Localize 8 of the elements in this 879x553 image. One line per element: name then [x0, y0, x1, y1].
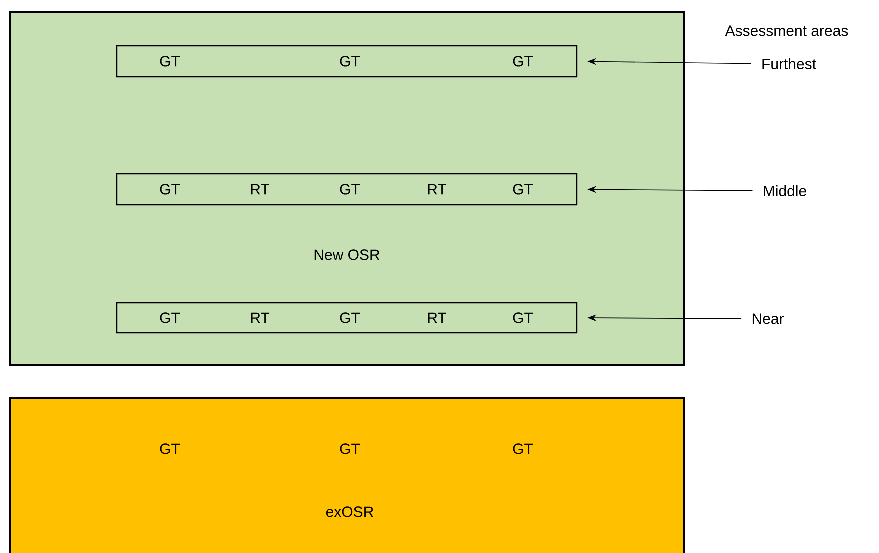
area-label: Furthest: [762, 58, 816, 70]
area-label: Near: [752, 314, 784, 324]
assessment-strip: GT RT GT RT GT: [116, 302, 578, 334]
area-label: Middle: [764, 185, 806, 196]
assessment-strip: GT GT GT: [116, 45, 578, 78]
heading-label: Assessment areas: [725, 26, 848, 36]
assessment-strip: GT RT GT RT GT: [116, 173, 578, 206]
area-box: GT GT GT exOSR: [9, 397, 685, 553]
